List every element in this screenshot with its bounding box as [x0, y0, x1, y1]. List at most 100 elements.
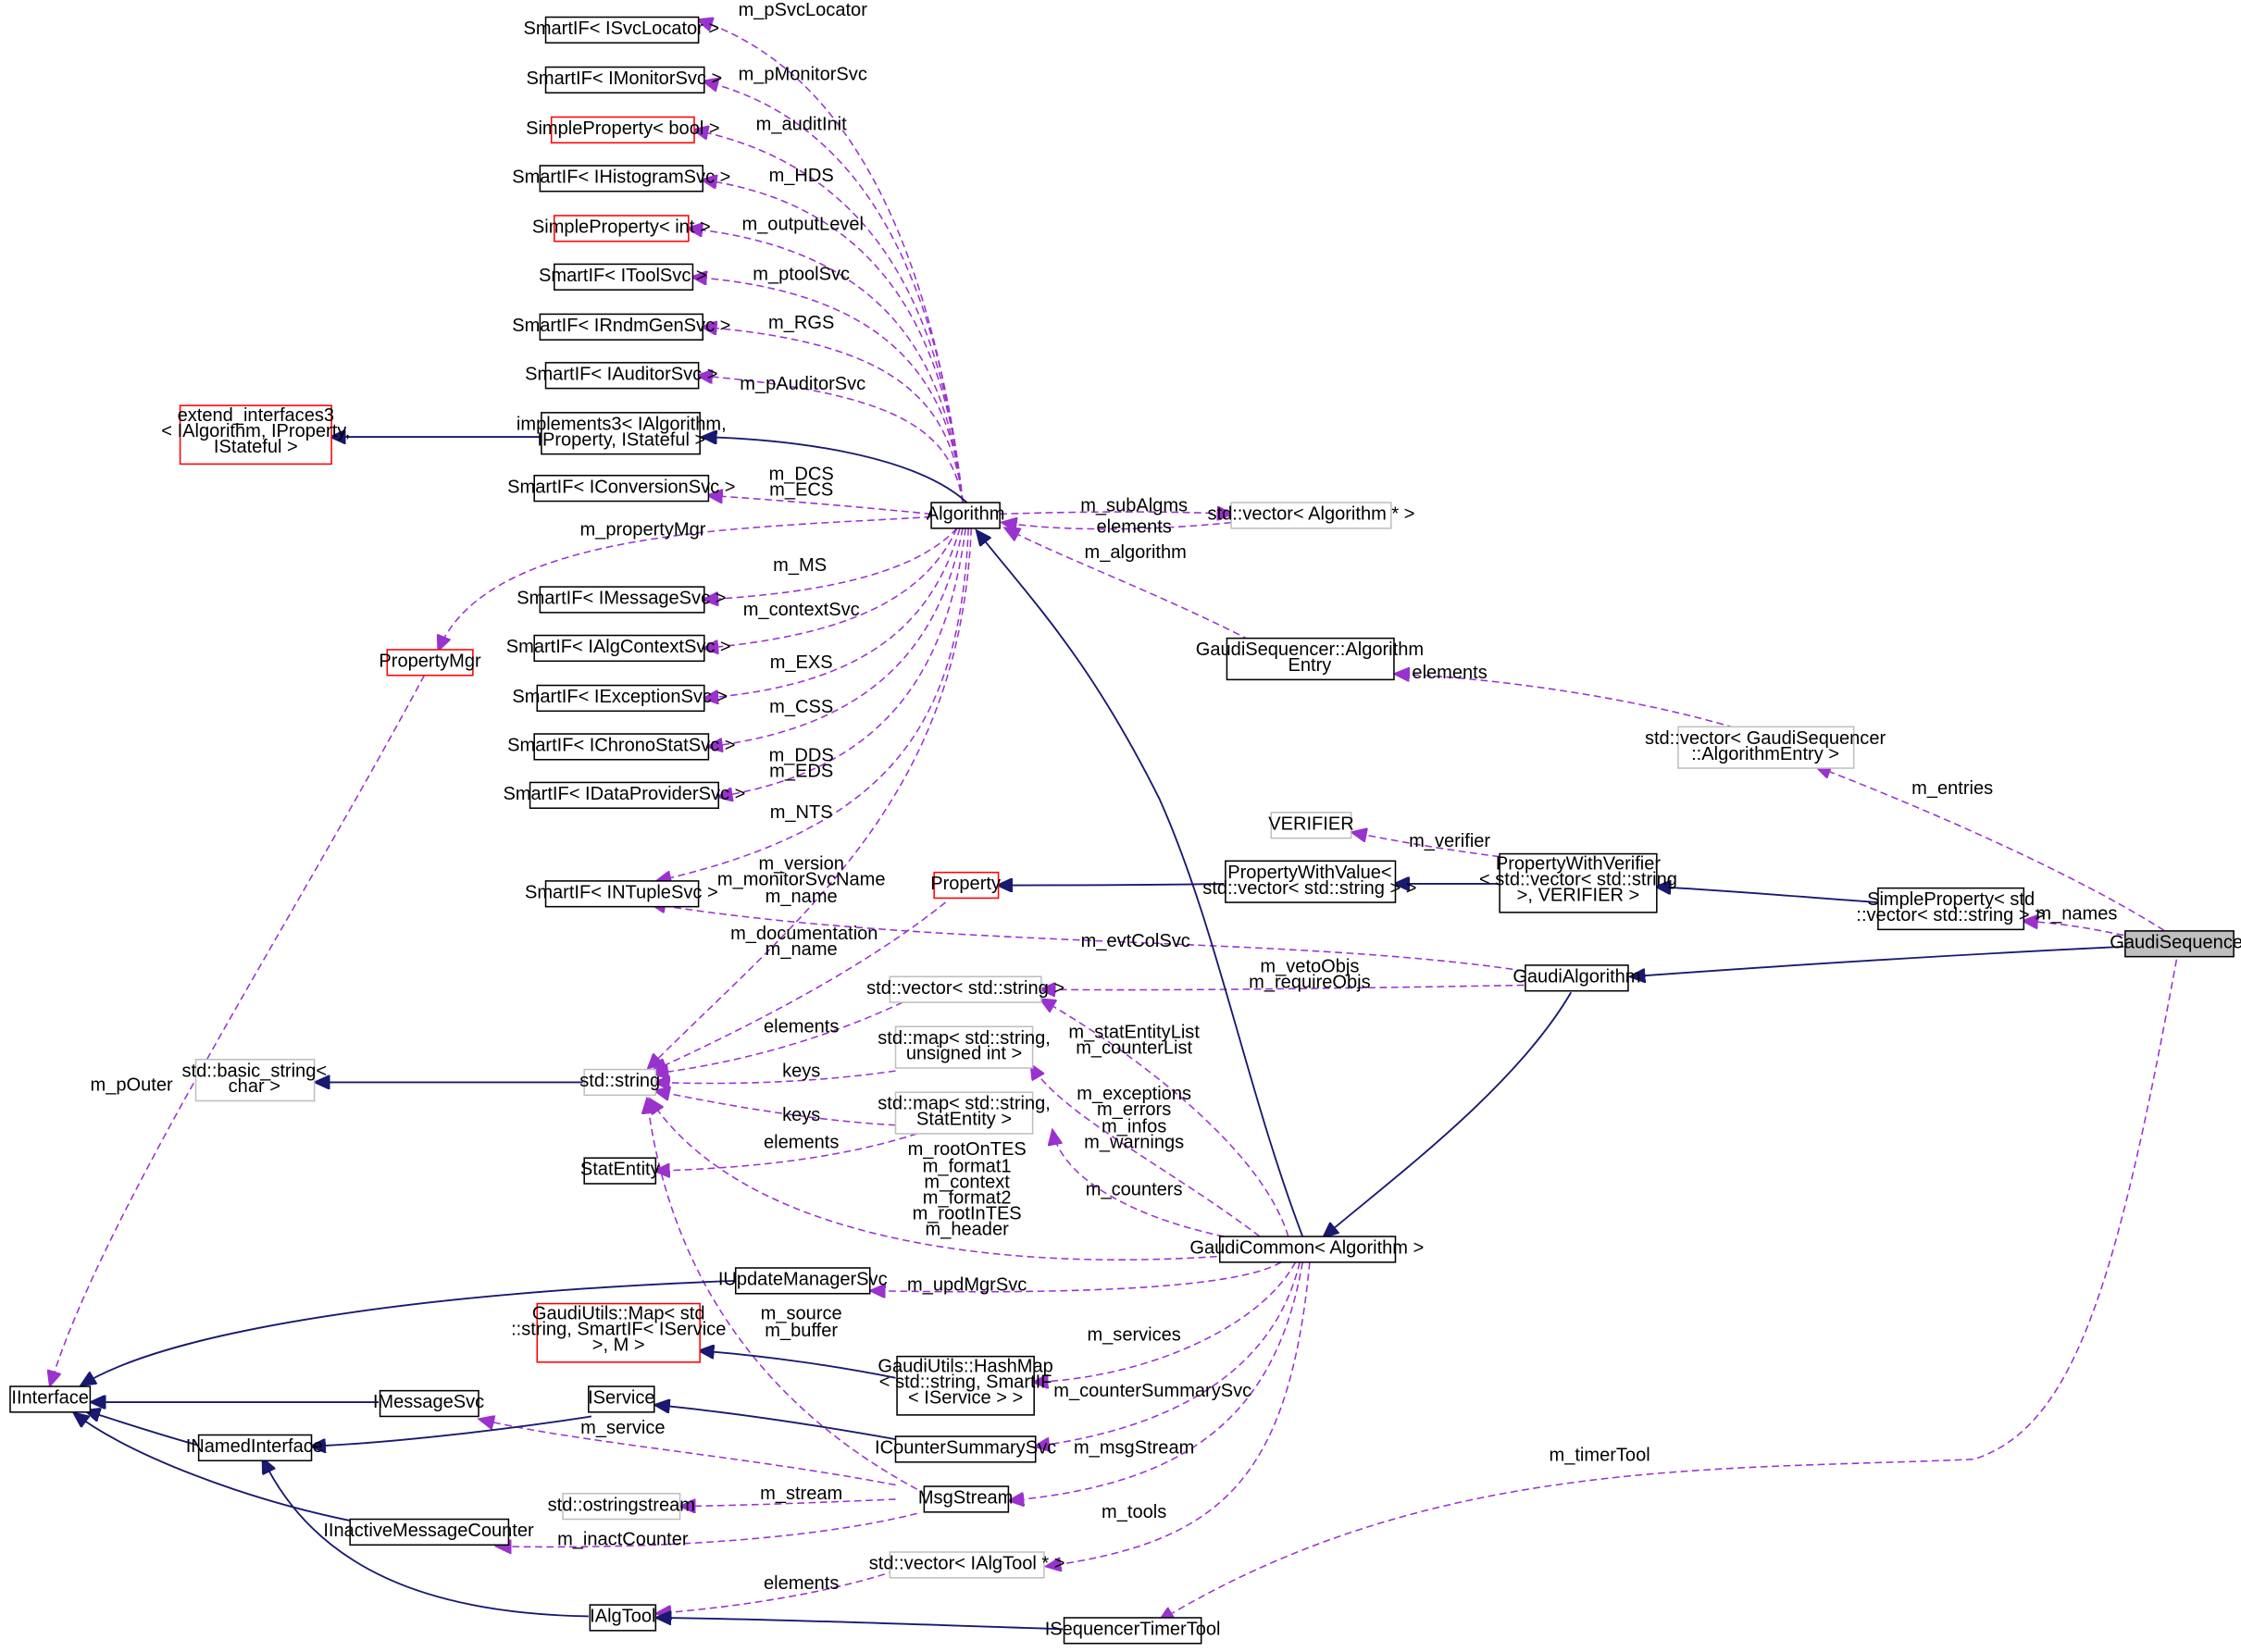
svg-text:PropertyWithVerifier: PropertyWithVerifier [1496, 854, 1662, 875]
node-extend-interfaces3[interactable]: extend_interfaces3 < IAlgorithm, IProper… [161, 404, 350, 466]
node-simpleproperty-int[interactable]: SimpleProperty< int > [532, 215, 711, 242]
svg-text:MsgStream: MsgStream [918, 1488, 1014, 1509]
node-iupdatemanagersvc[interactable]: IUpdateManagerSvc [718, 1267, 888, 1295]
node-gaudialgorithm[interactable]: GaudiAlgorithm [1513, 964, 1641, 992]
label-m-EXS: m_EXS [770, 652, 833, 673]
svg-text:std::vector< IAlgTool * >: std::vector< IAlgTool * > [869, 1554, 1065, 1574]
svg-text:SmartIF< IAlgContextSvc >: SmartIF< IAlgContextSvc > [506, 637, 731, 657]
svg-text:IInactiveMessageCounter: IInactiveMessageCounter [323, 1521, 534, 1541]
label-m-errors: m_errors [1097, 1099, 1171, 1120]
node-map-uint[interactable]: std::map< std::string, unsigned int > [878, 1025, 1051, 1069]
edge-m-source-buffer [647, 1099, 918, 1490]
node-isequencertimertool[interactable]: ISequencerTimerTool [1045, 1617, 1221, 1645]
node-statentity[interactable]: StatEntity [580, 1157, 660, 1185]
edge-m-stream [681, 1498, 896, 1507]
node-gaudisequencer[interactable]: GaudiSequencer [2110, 930, 2241, 958]
edge-keys-uint [655, 1070, 896, 1083]
label-m-DDS: m_DDS [769, 745, 834, 765]
node-vector-algorithmentry[interactable]: std::vector< GaudiSequencer ::AlgorithmE… [1645, 726, 1886, 769]
node-iinactivemessagecounter[interactable]: IInactiveMessageCounter [323, 1518, 534, 1546]
label-m-rootInTES: m_rootInTES [913, 1204, 1022, 1224]
svg-text:SmartIF< IExceptionSvc >: SmartIF< IExceptionSvc > [512, 687, 728, 707]
node-ialgtool[interactable]: IAlgTool [589, 1604, 657, 1632]
node-smartif-ichronostatsvc[interactable]: SmartIF< IChronoStatSvc > [507, 733, 735, 761]
node-smartif-imonitorsvc[interactable]: SmartIF< IMonitorSvc > [527, 66, 723, 94]
node-icountersummarysvc[interactable]: ICounterSummarySvc [875, 1435, 1056, 1463]
svg-text:std::map< std::string,: std::map< std::string, [878, 1028, 1051, 1049]
label-m-statEntityList: m_statEntityList [1068, 1023, 1200, 1043]
node-inamedinterface[interactable]: INamedInterface [186, 1434, 323, 1462]
node-smartif-idataprovidersvc[interactable]: SmartIF< IDataProviderSvc > [503, 781, 745, 809]
node-smartif-isvclocator[interactable]: SmartIF< ISvcLocator > [523, 16, 719, 44]
svg-text:ISequencerTimerTool: ISequencerTimerTool [1045, 1619, 1221, 1639]
label-elements-stat: elements [764, 1132, 839, 1152]
svg-text:::AlgorithmEntry >: ::AlgorithmEntry > [1691, 744, 1839, 764]
node-smartif-iauditorsvc[interactable]: SmartIF< IAuditorSvc > [525, 362, 717, 390]
node-std-ostringstream[interactable]: std::ostringstream [548, 1492, 695, 1521]
edge-iservice-inamed [312, 1415, 592, 1446]
node-vector-ialgtool[interactable]: std::vector< IAlgTool * > [869, 1551, 1065, 1579]
edge-m-algorithm [1005, 528, 1261, 647]
node-smartif-ialgcontextsvc[interactable]: SmartIF< IAlgContextSvc > [506, 634, 731, 663]
node-vector-algorithm[interactable]: std::vector< Algorithm * > [1207, 502, 1414, 529]
node-propertywithverifier[interactable]: PropertyWithVerifier < std::vector< std:… [1479, 852, 1677, 913]
svg-text:VERIFIER: VERIFIER [1268, 814, 1353, 834]
svg-text:std::map< std::string,: std::map< std::string, [878, 1094, 1051, 1114]
node-smartif-imessagesvc[interactable]: SmartIF< IMessageSvc > [517, 586, 726, 614]
node-msgstream[interactable]: MsgStream [918, 1485, 1014, 1513]
label-m-entries: m_entries [1911, 778, 1993, 799]
node-propertywithvalue[interactable]: PropertyWithValue< std::vector< std::str… [1202, 860, 1417, 903]
svg-text:SmartIF< IMessageSvc >: SmartIF< IMessageSvc > [517, 589, 726, 609]
label-m-pOuter: m_pOuter [91, 1075, 173, 1096]
node-gaudiutils-hashmap[interactable]: GaudiUtils::HashMap < std::string, Smart… [878, 1355, 1053, 1416]
svg-text:implements3< IAlgorithm,: implements3< IAlgorithm, [517, 414, 727, 434]
node-algorithm[interactable]: Algorithm [927, 502, 1005, 529]
edge-m-MS [704, 528, 958, 600]
node-iservice[interactable]: IService [588, 1385, 655, 1413]
node-iinterface[interactable]: IInterface [9, 1385, 92, 1413]
edge-m-ptoolSvc [692, 277, 964, 503]
node-property[interactable]: Property [930, 871, 1001, 900]
svg-text:< IAlgorithm, IProperty,: < IAlgorithm, IProperty, [161, 421, 350, 441]
node-imessagesvc[interactable]: IMessageSvc [373, 1389, 484, 1418]
svg-text:SmartIF< INTupleSvc >: SmartIF< INTupleSvc > [525, 882, 718, 902]
node-gaudisequencer-algorithmentry[interactable]: GaudiSequencer::Algorithm Entry [1196, 637, 1424, 681]
edge-m-service [480, 1420, 896, 1486]
node-map-statentity[interactable]: std::map< std::string, StatEntity > [878, 1091, 1051, 1135]
node-gaudicommon[interactable]: GaudiCommon< Algorithm > [1189, 1236, 1424, 1263]
edge-m-statEntity-counter [1041, 1000, 1289, 1237]
edge-isequencer-ialgtool [657, 1618, 1064, 1631]
node-smartif-itoolsvc[interactable]: SmartIF< IToolSvc > [539, 263, 707, 291]
node-simpleproperty-vector[interactable]: SimpleProperty< std ::vector< std::strin… [1856, 887, 2046, 931]
label-m-header: m_header [926, 1220, 1010, 1240]
node-smartif-irndmgensvc[interactable]: SmartIF< IRndmGenSvc > [512, 313, 730, 341]
edge-elements-strvec [654, 1001, 903, 1074]
node-smartif-iconversionsvc[interactable]: SmartIF< IConversionSvc > [507, 474, 735, 503]
label-m-timerTool: m_timerTool [1550, 1445, 1650, 1465]
node-verifier[interactable]: VERIFIER [1268, 812, 1354, 839]
node-implements3[interactable]: implements3< IAlgorithm, IProperty, ISta… [517, 412, 727, 455]
node-smartif-ihistogramsvc[interactable]: SmartIF< IHistogramSvc > [512, 165, 730, 193]
label-m-NTS: m_NTS [770, 802, 833, 823]
node-smartif-iexceptionsvc[interactable]: SmartIF< IExceptionSvc > [512, 684, 728, 713]
label-m-names: m_names [2036, 904, 2117, 925]
svg-text:< std::vector< std::string: < std::vector< std::string [1479, 870, 1677, 890]
edge-m-documentation-group [653, 901, 946, 1071]
svg-text:>, M >: >, M > [592, 1335, 645, 1355]
svg-text:StatEntity >: StatEntity > [916, 1110, 1012, 1130]
node-propertymgr[interactable]: PropertyMgr [379, 649, 481, 677]
edge-keys-stat [655, 1091, 896, 1126]
edge-m-DCS-ECS [708, 495, 932, 515]
edge-gaudicommon-algorithm [977, 531, 1304, 1237]
label-m-contextSvc: m_contextSvc [743, 600, 860, 620]
node-vector-string[interactable]: std::vector< std::string > [866, 975, 1064, 1003]
node-std-string[interactable]: std::string [579, 1068, 660, 1097]
label-m-CSS: m_CSS [769, 697, 833, 717]
node-simpleproperty-bool[interactable]: SimpleProperty< bool > [526, 116, 720, 144]
node-gaudiutils-map[interactable]: GaudiUtils::Map< std ::string, SmartIF< … [511, 1302, 726, 1363]
svg-text:Entry: Entry [1289, 655, 1332, 676]
svg-text:IUpdateManagerSvc: IUpdateManagerSvc [718, 1270, 888, 1290]
edge-m-evtColSvc [652, 904, 1525, 972]
node-smartif-intuplesvc[interactable]: SmartIF< INTupleSvc > [525, 880, 718, 908]
node-basic-string[interactable]: std::basic_string< char > [182, 1058, 328, 1102]
